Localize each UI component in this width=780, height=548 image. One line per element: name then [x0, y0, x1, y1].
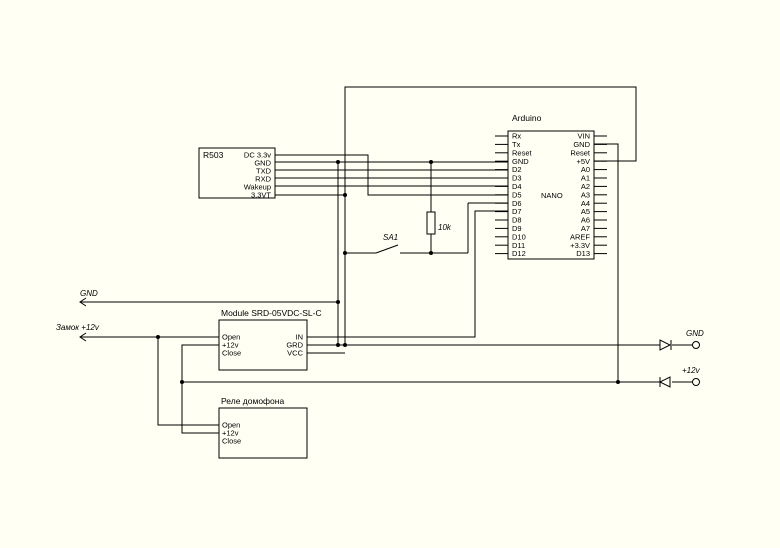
arduino-right-pin-label: VIN	[577, 132, 590, 141]
arduino-right-pin-label: +3.3V	[570, 241, 590, 250]
arduino-right-pin-label: A2	[581, 182, 590, 191]
relay-module-left-pin-label: +12v	[222, 341, 239, 350]
arduino-left-pin-label: Reset	[512, 148, 533, 157]
arduino-title: Arduino	[512, 113, 542, 123]
intercom-relay-pin-label: Open	[222, 421, 240, 430]
wire-r503-dc33-d5	[275, 154, 508, 196]
r503-pin-label: GND	[254, 159, 271, 168]
arduino-model: NANO	[541, 191, 563, 200]
r503-pin-label: TXD	[256, 167, 272, 176]
intercom-relay-title: Реле домофона	[221, 396, 284, 406]
wires	[80, 86, 693, 434]
wire-reset-loop	[344, 86, 637, 195]
intercom-relay-pin-label: +12v	[222, 429, 239, 438]
relay-module-right-pin-label: VCC	[287, 349, 303, 358]
arduino-right-pin-label: +5V	[576, 157, 590, 166]
net-label-gnd-left: GND	[80, 289, 98, 298]
arduino-left-pin-label: D10	[512, 232, 526, 241]
arduino-right-pins: VINGNDReset+5VA0A1A2A3A4A5A6A7AREF+3.3VD…	[570, 132, 607, 258]
arduino-left-pin-label: D8	[512, 216, 522, 225]
arduino-left-pin-label: D2	[512, 165, 522, 174]
arduino-left-pin-label: D5	[512, 190, 522, 199]
arduino-right-pin-label: A5	[581, 207, 590, 216]
arduino-right-pin-label: Reset	[570, 148, 591, 157]
r503-pin-label: Wakeup	[244, 183, 271, 192]
wire-12v-column	[181, 344, 219, 434]
arduino-left-pin-label: GND	[512, 157, 529, 166]
resistor-label: 10k	[438, 223, 452, 232]
wire-lock-to-intercom-open	[157, 337, 219, 426]
arduino-left-pin-label: D9	[512, 224, 522, 233]
junction-dots	[156, 160, 620, 384]
arrow-gnd-left	[79, 297, 87, 307]
arduino-right-pin-label: A0	[581, 165, 590, 174]
arduino-left-pin-label: D7	[512, 207, 522, 216]
r503-pin-label: 3.3VT	[251, 191, 271, 200]
arduino-right-pin-label: A4	[581, 199, 590, 208]
arduino-left-pin-label: D12	[512, 249, 526, 258]
relay-module-title: Module SRD-05VDC-SL-C	[221, 308, 322, 318]
r503-pin-label: RXD	[255, 175, 271, 184]
arrow-lock-12v	[79, 332, 87, 342]
switch-sa1	[375, 244, 399, 254]
relay-module-right-pin-label: IN	[296, 333, 304, 342]
relay-module-body	[218, 319, 308, 371]
arduino-right-pin-label: AREF	[570, 232, 590, 241]
arduino-left-pin-label: D11	[512, 241, 525, 250]
diode-gnd	[659, 339, 672, 351]
resistor-10k	[426, 211, 436, 235]
arduino-right-pin-label: A1	[581, 174, 590, 183]
relay-module-left-pin-label: Open	[222, 333, 240, 342]
intercom-relay-body	[218, 407, 308, 459]
wire-relay-in	[307, 210, 508, 338]
r503-title: R503	[203, 150, 224, 160]
arduino-body	[507, 130, 595, 260]
terminal-12v	[692, 378, 700, 386]
arduino-block: Arduino NANO RxTxResetGNDD2D3D4D5D6D7D8D…	[495, 113, 607, 260]
wire-ard-gnd-right	[594, 143, 619, 382]
arduino-right-pin-label: D13	[576, 249, 590, 258]
net-label-lock-12v: Замок +12v	[56, 323, 100, 332]
arduino-right-pin-label: A3	[581, 190, 590, 199]
arduino-left-pin-label: Rx	[512, 132, 521, 141]
relay-module-right-pin-label: GRD	[286, 341, 303, 350]
arduino-right-pin-label: A7	[581, 224, 590, 233]
net-label-12v-right: +12v	[682, 366, 701, 375]
terminal-gnd	[692, 341, 700, 349]
arduino-right-pin-label: A6	[581, 216, 590, 225]
diode-12v	[658, 376, 671, 388]
r503-body	[198, 147, 276, 199]
arduino-left-pin-label: D4	[512, 182, 522, 191]
switch-label: SA1	[383, 233, 398, 242]
arduino-left-pin-label: Tx	[512, 140, 521, 149]
arduino-left-pin-label: D6	[512, 199, 522, 208]
arduino-left-pin-label: D3	[512, 174, 522, 183]
arduino-right-pin-label: GND	[573, 140, 590, 149]
net-label-gnd-right: GND	[686, 329, 704, 338]
r503-pin-label: DC 3.3v	[244, 151, 271, 160]
relay-module-left-pin-label: Close	[222, 349, 241, 358]
intercom-relay-pin-label: Close	[222, 437, 241, 446]
